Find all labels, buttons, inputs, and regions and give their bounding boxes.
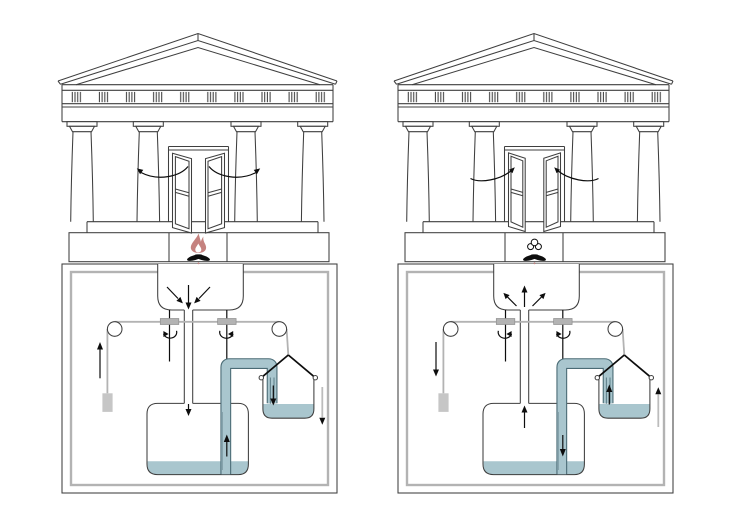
air-flow-arrows-up bbox=[503, 285, 546, 307]
air-flow-arrows-down bbox=[166, 285, 211, 310]
door-leaf-left bbox=[171, 152, 193, 234]
pipe-flow-arrow-up bbox=[521, 405, 528, 428]
pipe-junction-dot bbox=[197, 262, 200, 265]
bucket-inflow-arrow-down bbox=[270, 385, 277, 406]
door-swing-arrow-left bbox=[470, 167, 515, 182]
spindle-rotation-arrow-right bbox=[556, 330, 571, 339]
door-swing-arrow-left bbox=[136, 166, 189, 178]
panel-fire-extinguished bbox=[394, 32, 673, 494]
door-leaves-closing bbox=[507, 152, 562, 233]
counterweight-motion-arrow-down bbox=[433, 342, 439, 377]
door-leaf-right bbox=[543, 152, 562, 233]
counterweight-motion-arrow-up bbox=[97, 342, 103, 379]
spindle-rotation-arrow-left bbox=[163, 330, 178, 339]
bucket-motion-arrow-down bbox=[319, 387, 326, 425]
flame-inner bbox=[195, 243, 202, 253]
pipe-junction-dot bbox=[533, 262, 536, 265]
bucket-outflow-arrow-up bbox=[606, 384, 613, 405]
panel-fire-lit bbox=[58, 32, 337, 494]
spindle-rotation-arrow-left bbox=[497, 330, 513, 339]
pipe-flow-arrow-down bbox=[185, 404, 192, 416]
door-leaves-opening bbox=[171, 152, 226, 234]
spindle-rotation-arrow-right bbox=[219, 330, 234, 339]
door-leaf-left bbox=[507, 152, 526, 233]
smoke-icon bbox=[527, 238, 542, 251]
siphon-flow-arrow-up bbox=[223, 434, 230, 457]
siphon-flow-arrow-down bbox=[559, 435, 566, 457]
door-leaf-right bbox=[204, 152, 226, 234]
bucket-motion-arrow-up bbox=[655, 387, 662, 427]
door-swing-arrow-right bbox=[208, 166, 261, 178]
flame-icon bbox=[190, 233, 207, 253]
door-swing-arrow-right bbox=[554, 167, 599, 182]
